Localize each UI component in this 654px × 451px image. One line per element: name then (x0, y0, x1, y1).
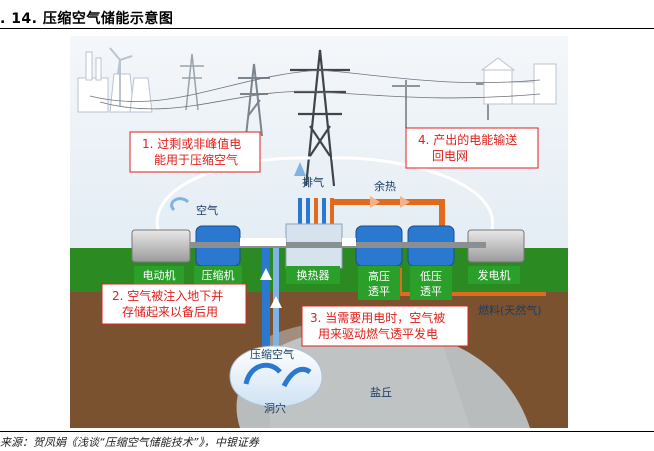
bottom-rule (0, 431, 654, 432)
hp-turbine-label-1: 高压 (368, 269, 390, 283)
motor-label: 电动机 (143, 268, 176, 282)
callout-4-line1: 4. 产出的电能输送 (418, 132, 517, 147)
cavern-shape (229, 345, 323, 408)
exhaust-arrow-icon (294, 162, 306, 176)
hp-turbine-label-2: 透平 (368, 285, 390, 298)
waste-heat-label: 余热 (374, 179, 396, 193)
callout-4-line2: 回电网 (432, 149, 468, 163)
callout-2-line2: 存储起来以备后用 (122, 304, 218, 319)
callout-2-box (101, 283, 247, 325)
compressor-label: 压缩机 (202, 268, 235, 282)
lp-turbine-label-2: 透平 (420, 285, 442, 298)
heat-exchanger-label: 换热器 (297, 268, 330, 282)
power-lines (89, 69, 541, 110)
air-label: 空气 (196, 203, 218, 217)
generator-label: 发电机 (478, 268, 511, 282)
callout-4-box (405, 127, 539, 169)
grid-connection-arcs (155, 156, 494, 237)
pylon-icon-left (180, 53, 204, 111)
salt-dome-label: 盐丘 (370, 386, 392, 399)
callout-3-box (301, 305, 469, 347)
callout-3-line1: 3. 当需要用电时，空气被 (310, 310, 445, 325)
fuel-label: 燃料(天然气) (478, 303, 542, 317)
cavern-flow-arrow-icon (243, 362, 282, 385)
wind-turbine-icon (109, 47, 133, 106)
callout-1-line2: 能用于压缩空气 (154, 152, 238, 167)
figure-source: 来源：贺凤娟《浅谈“压缩空气储能技术”》，中银证券 (0, 436, 259, 449)
shaft (190, 242, 486, 248)
compressed-air-label: 压缩空气 (250, 347, 294, 361)
power-plant-icon (77, 51, 153, 113)
caes-diagram: 1. 过剩或非峰值电 能用于压缩空气 4. 产出的电能输送 回电网 2. 空气被… (70, 36, 568, 428)
callout-2-line1: 2. 空气被注入地下并 (112, 288, 223, 303)
callout-1-box (129, 131, 261, 173)
callout-1-line1: 1. 过剩或非峰值电 (142, 136, 241, 151)
lp-turbine-label-1: 低压 (420, 270, 442, 283)
motor-body (131, 229, 191, 263)
air-intake-icon (170, 197, 190, 212)
exhaust-label: 排气 (302, 175, 324, 189)
cavern-label: 洞穴 (264, 401, 286, 415)
callout-3-line2: 用来驱动燃气透平发电 (318, 326, 438, 341)
top-rule (0, 28, 654, 29)
figure-title: . 14. 压缩空气储能示意图 (0, 11, 174, 27)
